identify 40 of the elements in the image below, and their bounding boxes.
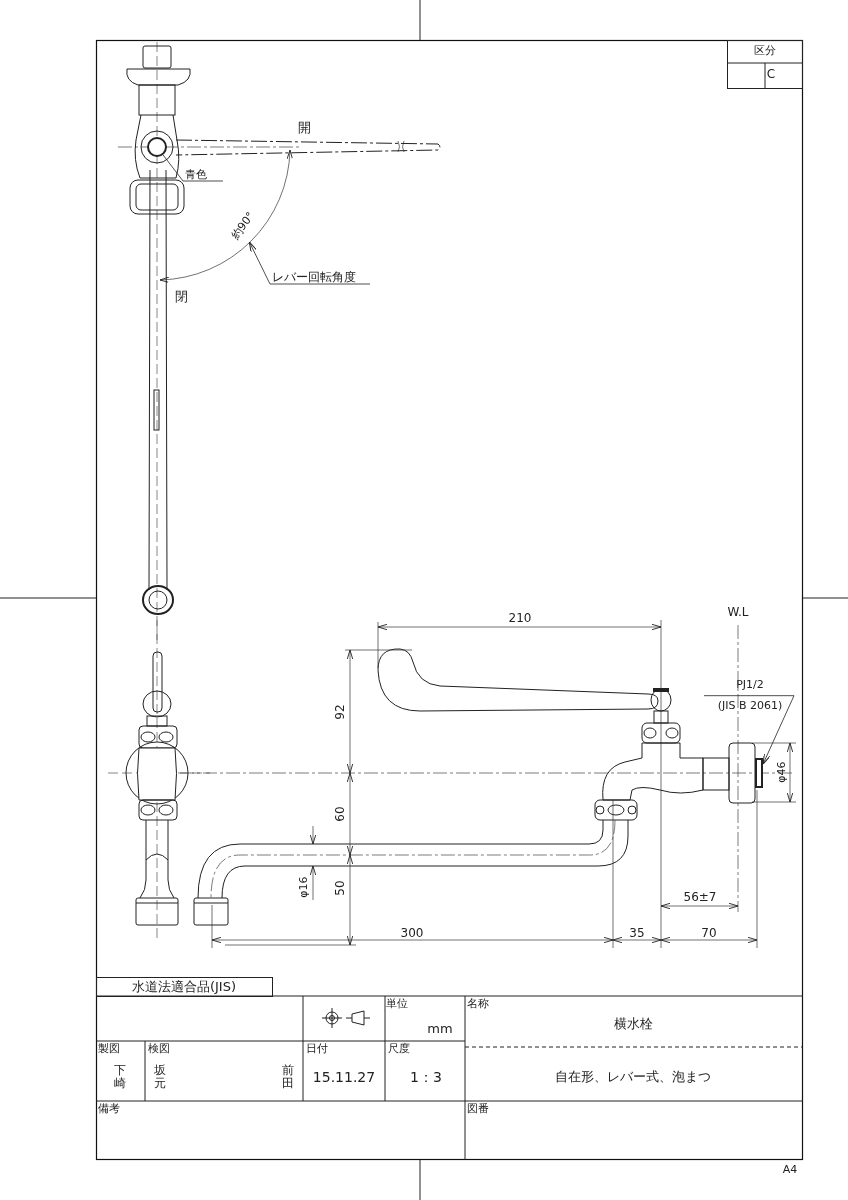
field-label: 尺度 xyxy=(388,1043,410,1056)
reference-label: W.L xyxy=(727,606,749,620)
leader-line xyxy=(162,154,224,182)
sheet-size-text: A4 xyxy=(782,1163,798,1177)
field-value: 坂元 xyxy=(154,1064,166,1091)
annotation-text: 開 xyxy=(297,120,311,136)
dimension-value: φ16 xyxy=(297,876,311,898)
field-value: 横水栓 xyxy=(613,1016,653,1032)
field-value: 自在形、レバー式、泡まつ xyxy=(555,1069,711,1085)
field-value: 15.11.27 xyxy=(312,1068,376,1086)
annotation-text: 閉 xyxy=(174,289,188,305)
callout-text: (JIS B 2061) xyxy=(716,698,783,712)
field-label: 検図 xyxy=(148,1043,170,1056)
field-label: 備考 xyxy=(98,1103,120,1116)
dimension-value: 300 xyxy=(400,927,424,941)
dimension-value: 60 xyxy=(334,806,348,822)
field-label: 区分 xyxy=(754,44,776,58)
callout-text: PJ1/2 xyxy=(735,678,764,692)
field-value: 1：3 xyxy=(410,1068,442,1086)
dimension-value: 210 xyxy=(508,612,532,626)
dimension-value: 70 xyxy=(701,927,717,941)
field-value: C xyxy=(766,68,776,82)
thread-end xyxy=(755,758,763,788)
callout-text: 青色 xyxy=(184,167,207,181)
field-label: 図番 xyxy=(467,1103,489,1116)
field-label: 単位 xyxy=(386,998,408,1011)
dimension-value: 35 xyxy=(629,927,645,941)
certification-text: 水道法適合品(JIS) xyxy=(131,979,237,995)
lever-hub xyxy=(147,137,167,157)
dimension-value: φ46 xyxy=(775,761,789,783)
dimension-value: 92 xyxy=(334,704,348,720)
field-value: 下崎 xyxy=(114,1064,126,1091)
field-label: 名称 xyxy=(467,998,489,1011)
field-value: 前田 xyxy=(282,1064,294,1091)
callout-text: レバー回転角度 xyxy=(271,269,356,284)
field-label: 製図 xyxy=(98,1043,120,1056)
dimension-value: 56±7 xyxy=(683,891,717,905)
field-value: mm xyxy=(427,1021,453,1037)
dimension-value: 50 xyxy=(334,880,348,896)
field-label: 日付 xyxy=(306,1043,328,1056)
